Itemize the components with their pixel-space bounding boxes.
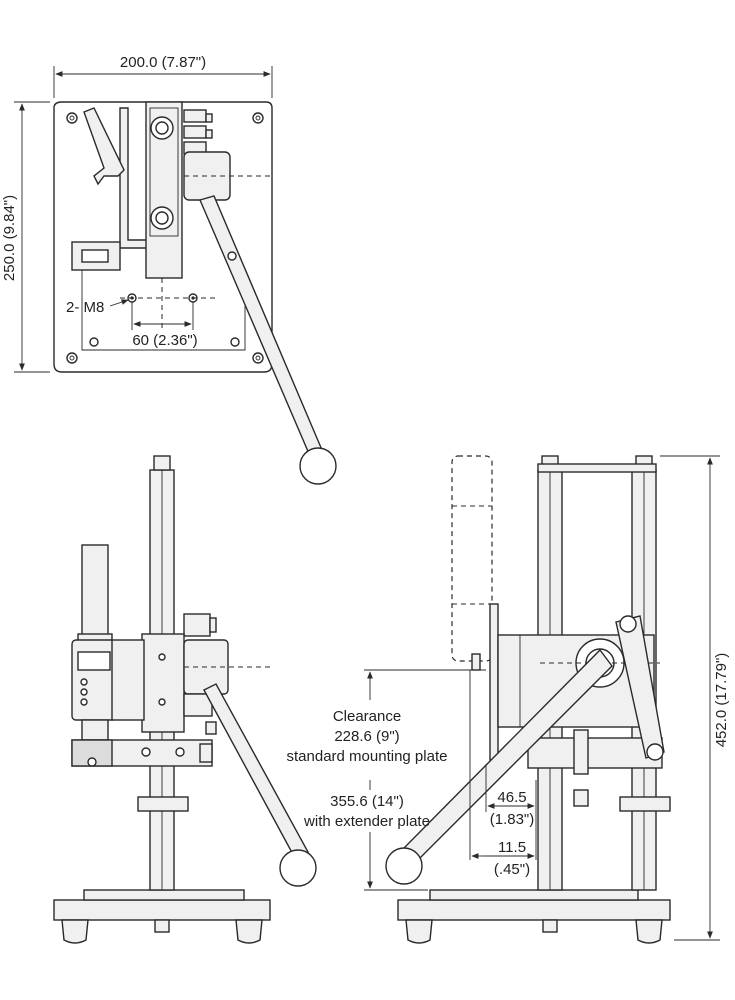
- rear-view-handle-ball: [385, 847, 423, 885]
- clearance-standard-note: standard mounting plate: [287, 748, 448, 765]
- side-view: [53, 455, 317, 944]
- side-view-handle-ball: [279, 849, 317, 887]
- hole-spacing-dimension: 60 (2.36"): [132, 332, 197, 349]
- top-view: 200.0 (7.87") 250.0 (9.84") 2- M8 60 (2.…: [1, 54, 337, 485]
- offset-a-inch: (1.83"): [490, 811, 535, 828]
- rear-view-base: [397, 899, 671, 921]
- top-view-lock-lever: [83, 107, 125, 186]
- offset-a-value: 46.5: [497, 789, 526, 806]
- side-view-carriage: [141, 633, 185, 733]
- width-dimension: 200.0 (7.87"): [120, 54, 206, 71]
- clearance-extender-note: with extender plate: [303, 813, 430, 830]
- offset-b-inch: (.45"): [494, 861, 530, 878]
- rear-view: Clearance 228.6 (9") standard mounting p…: [287, 455, 730, 944]
- overall-height-dimension: 452.0 (17.79"): [713, 653, 730, 748]
- clearance-extender-value: 355.6 (14"): [330, 793, 404, 810]
- thread-callout: 2- M8: [66, 299, 104, 316]
- extender-plate-outline: [451, 455, 493, 662]
- height-dimension: 250.0 (9.84"): [1, 195, 18, 281]
- top-view-nuts: [183, 109, 213, 155]
- offset-b-value: 11.5: [498, 839, 526, 856]
- top-view-handle-ball: [299, 447, 337, 485]
- side-view-collar: [137, 796, 189, 812]
- side-view-base: [53, 899, 271, 921]
- clearance-label: Clearance: [333, 708, 401, 725]
- clearance-standard-value: 228.6 (9"): [334, 728, 399, 745]
- standard-mounting-plate: [489, 603, 499, 761]
- side-view-handle-arm: [203, 683, 309, 862]
- rear-view-top-bar: [537, 463, 657, 473]
- base-mounting-holes: [66, 112, 264, 364]
